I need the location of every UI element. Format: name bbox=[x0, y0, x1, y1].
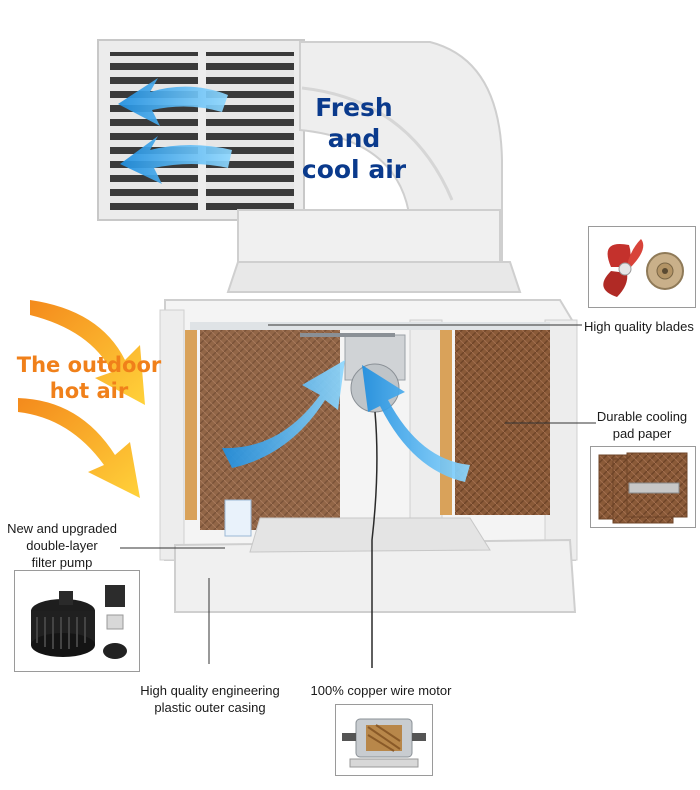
duct-elbow bbox=[226, 41, 522, 293]
blades-thumbnail bbox=[588, 226, 696, 308]
callout-line: Durable cooling bbox=[596, 409, 688, 424]
cool-airflow-arrows bbox=[118, 78, 470, 482]
pump-callout: New and upgraded double-layer filter pum… bbox=[6, 520, 118, 571]
headline-line: Fresh and bbox=[315, 93, 393, 153]
cooler-cabinet bbox=[159, 299, 578, 668]
headline-line: The outdoor bbox=[16, 353, 162, 377]
callout-line: pad paper bbox=[612, 426, 672, 441]
motor-callout: 100% copper wire motor bbox=[310, 683, 452, 698]
casing-callout: High quality engineering plastic outer c… bbox=[128, 682, 292, 716]
hot-airflow-arrows bbox=[18, 300, 145, 498]
headline-line: cool air bbox=[301, 155, 407, 184]
cooling-pad-callout: Durable cooling pad paper bbox=[590, 408, 694, 442]
callout-line: filter pump bbox=[31, 555, 93, 570]
motor-icon bbox=[336, 705, 432, 775]
cooling-pad-icon bbox=[591, 447, 695, 527]
callout-leader-lines bbox=[120, 324, 596, 664]
blades-callout: High quality blades bbox=[584, 319, 694, 334]
motor-thumbnail bbox=[335, 704, 433, 776]
callout-line: New and upgraded bbox=[7, 521, 117, 536]
fresh-cool-air-headline: Fresh and cool air bbox=[292, 92, 416, 185]
callout-line: High quality engineering bbox=[140, 683, 280, 698]
air-outlet-grille bbox=[97, 39, 305, 221]
pump-icon bbox=[15, 571, 139, 671]
outdoor-hot-air-headline: The outdoor hot air bbox=[14, 352, 164, 404]
pump-thumbnail bbox=[14, 570, 140, 672]
cooling-pad-thumbnail bbox=[590, 446, 696, 528]
fan-blade-icon bbox=[589, 227, 695, 307]
callout-line: plastic outer casing bbox=[154, 700, 266, 715]
headline-line: hot air bbox=[49, 379, 129, 403]
callout-line: double-layer bbox=[26, 538, 98, 553]
